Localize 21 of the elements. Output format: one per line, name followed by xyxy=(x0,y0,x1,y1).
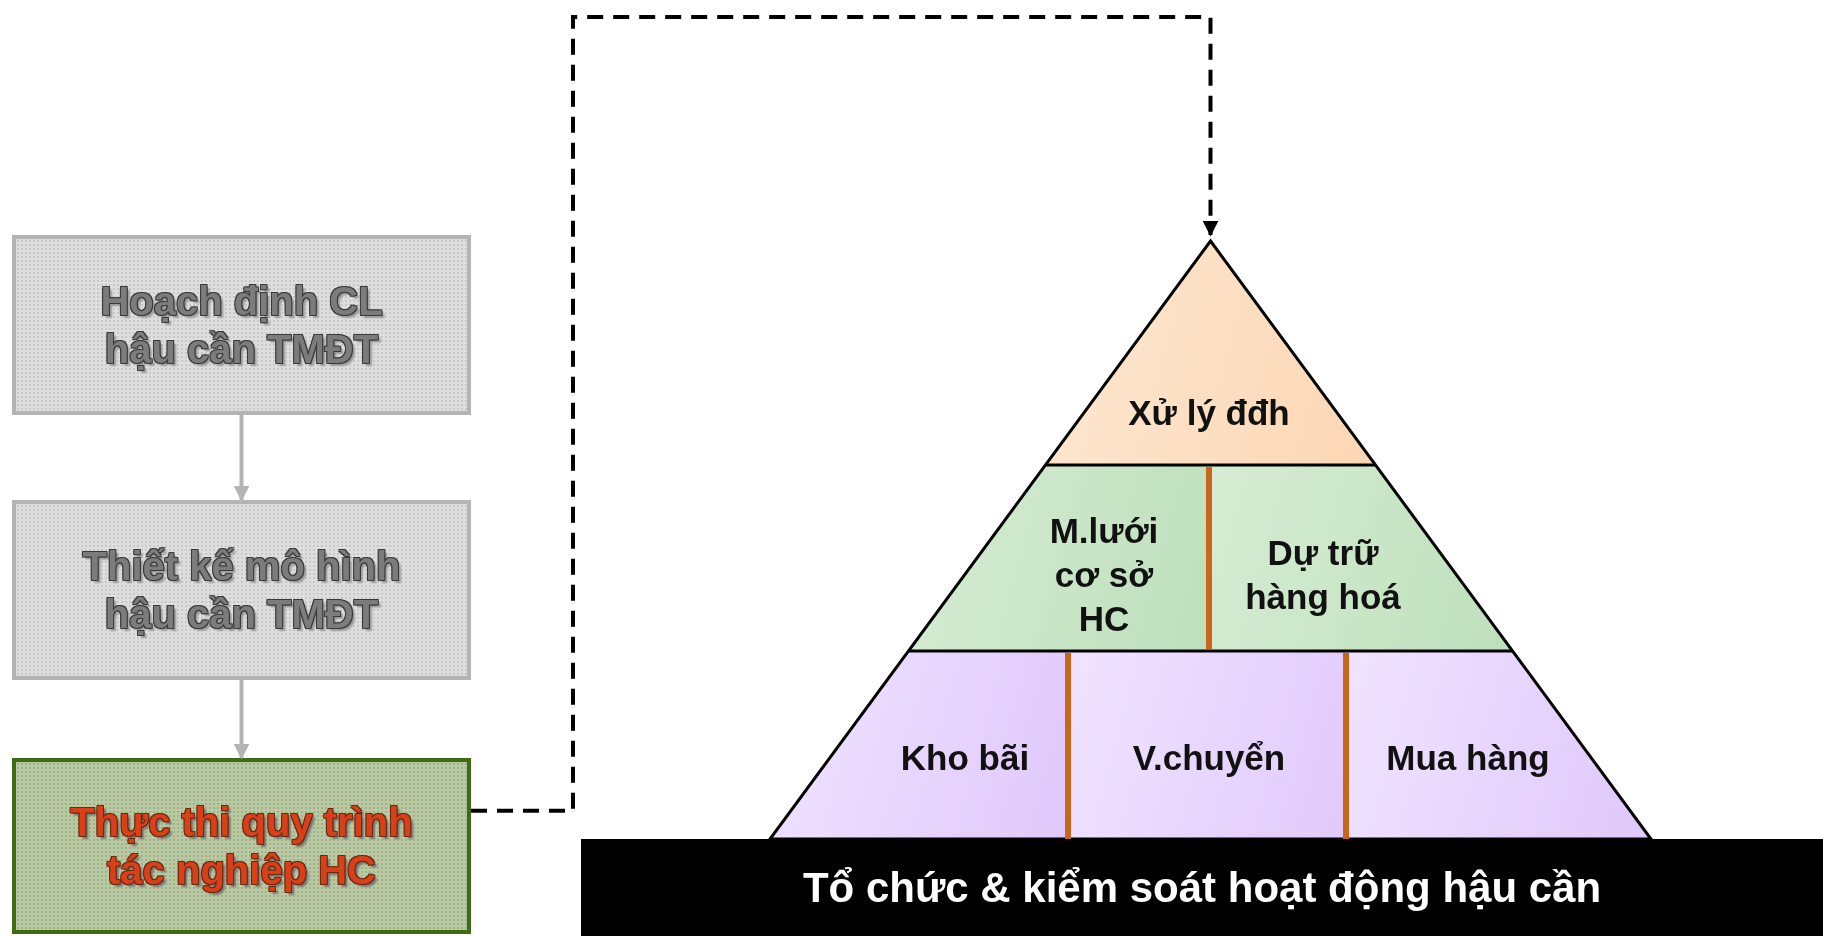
arrow xyxy=(233,680,250,760)
pyramid-section xyxy=(1045,241,1376,465)
section-label: M.lưới cơ sở HC xyxy=(1048,510,1160,640)
section-label: Mua hàng xyxy=(1386,737,1550,780)
arrow xyxy=(233,415,250,502)
process-box xyxy=(12,500,471,680)
base-bar xyxy=(581,839,1823,936)
section-label: V.chuyển xyxy=(1132,737,1286,780)
bar-title: Tổ chức & kiểm soát hoạt động hậu cần xyxy=(802,863,1602,912)
process-box xyxy=(12,235,471,415)
box-label: Thiết kế mô hình hậu cần TMĐT xyxy=(81,543,402,638)
arrow xyxy=(471,15,1219,813)
pyramid-section xyxy=(908,465,1209,651)
section-label: Xử lý đđh xyxy=(1128,392,1290,435)
box-label: Hoạch định CL hậu cần TMĐT xyxy=(99,278,384,373)
pyramid-section xyxy=(1068,651,1346,839)
process-box xyxy=(12,758,471,934)
section-label: Kho bãi xyxy=(900,737,1030,780)
box-label: Thực thi quy trình tác nghiệp HC xyxy=(69,799,414,894)
section-label: Dự trữ hàng hoá xyxy=(1244,532,1402,618)
pyramid-section xyxy=(1209,465,1513,651)
